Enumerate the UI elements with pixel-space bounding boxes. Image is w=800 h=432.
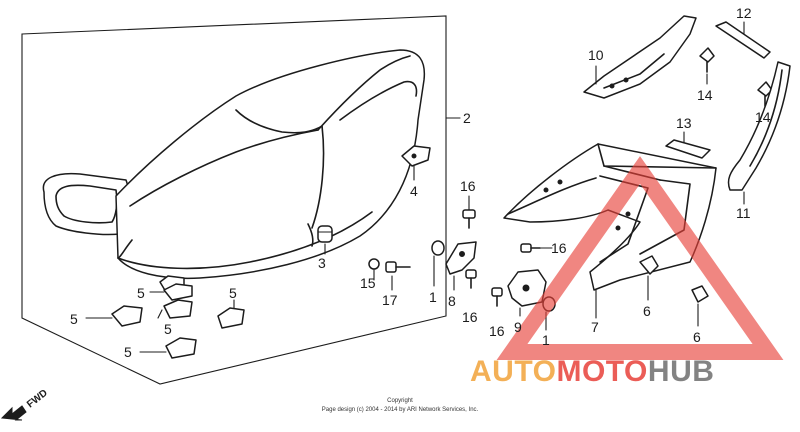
callout-10: 10	[588, 47, 604, 63]
watermark-triangle	[496, 156, 784, 360]
washer-15	[368, 258, 380, 281]
callout-5-c: 5	[164, 321, 172, 337]
cushion-5-a	[85, 305, 143, 327]
callout-11: 11	[736, 205, 751, 221]
seat-assembly-frame	[21, 15, 447, 385]
screw-14-a	[699, 47, 715, 85]
callout-17: 17	[382, 292, 398, 308]
fwd-arrow: FWD	[0, 388, 50, 421]
grab-rail-10	[583, 15, 697, 99]
callout-8: 8	[448, 293, 456, 309]
rear-cowl-7	[503, 143, 717, 319]
fwd-label: FWD	[25, 388, 50, 411]
callout-5-a: 5	[70, 311, 78, 327]
seat	[42, 49, 426, 293]
callout-5-d: 5	[229, 285, 237, 301]
cushion-5-b	[149, 283, 193, 301]
stay-9	[507, 269, 547, 317]
callout-5-e: 5	[124, 344, 132, 360]
callout-7: 7	[591, 319, 599, 335]
callout-labels: 1 1 2 3 4 5 5 5 5 5 6 6 7 8 9 10 11 12 1…	[70, 5, 771, 360]
nut-1-a	[431, 240, 445, 287]
callout-15: 15	[360, 275, 376, 291]
callout-1-b: 1	[542, 332, 550, 348]
watermark: AUTOMOTOHUB	[470, 156, 784, 388]
rail-12	[715, 21, 771, 59]
callout-9: 9	[514, 319, 522, 335]
watermark-text: AUTOMOTOHUB	[470, 355, 714, 388]
callout-14-b: 14	[755, 109, 771, 125]
bolt-16-b	[520, 243, 553, 253]
cushion-5-e	[139, 337, 197, 359]
cushion-5-c	[157, 299, 193, 319]
callout-5-b: 5	[137, 285, 145, 301]
callout-16-b: 16	[551, 240, 567, 256]
callout-13: 13	[676, 115, 692, 131]
bolt-16-a	[462, 195, 476, 229]
grommet-6-a	[639, 255, 659, 301]
cushion-5-d	[217, 299, 245, 329]
bracket-4	[401, 145, 431, 181]
callout-14-a: 14	[697, 87, 713, 103]
callout-6-b: 6	[693, 329, 701, 345]
callout-16-c: 16	[462, 309, 478, 325]
watermark-hub: HUB	[648, 355, 715, 388]
watermark-moto: MOTO	[556, 355, 647, 388]
grommet-6-b	[691, 285, 709, 327]
callout-6-a: 6	[643, 303, 651, 319]
callout-4: 4	[410, 183, 418, 199]
callout-1-a: 1	[429, 289, 437, 305]
callout-16-a: 16	[460, 178, 476, 194]
bolt-17	[385, 261, 411, 291]
copyright-line-2: Page design (c) 2004 - 2014 by ARI Netwo…	[322, 407, 479, 413]
side-rail-11	[727, 61, 791, 205]
garnish-13	[665, 131, 711, 159]
copyright-line-1: Copyright	[387, 398, 413, 404]
callout-2: 2	[463, 110, 471, 126]
callout-16-d: 16	[489, 323, 505, 339]
watermark-auto: AUTO	[470, 355, 556, 388]
callout-3: 3	[318, 255, 326, 271]
bolt-16-d	[491, 287, 503, 307]
bolt-16-c	[465, 269, 477, 289]
stay-8	[445, 241, 477, 291]
cushion-3	[317, 225, 333, 255]
callout-12: 12	[736, 5, 752, 21]
